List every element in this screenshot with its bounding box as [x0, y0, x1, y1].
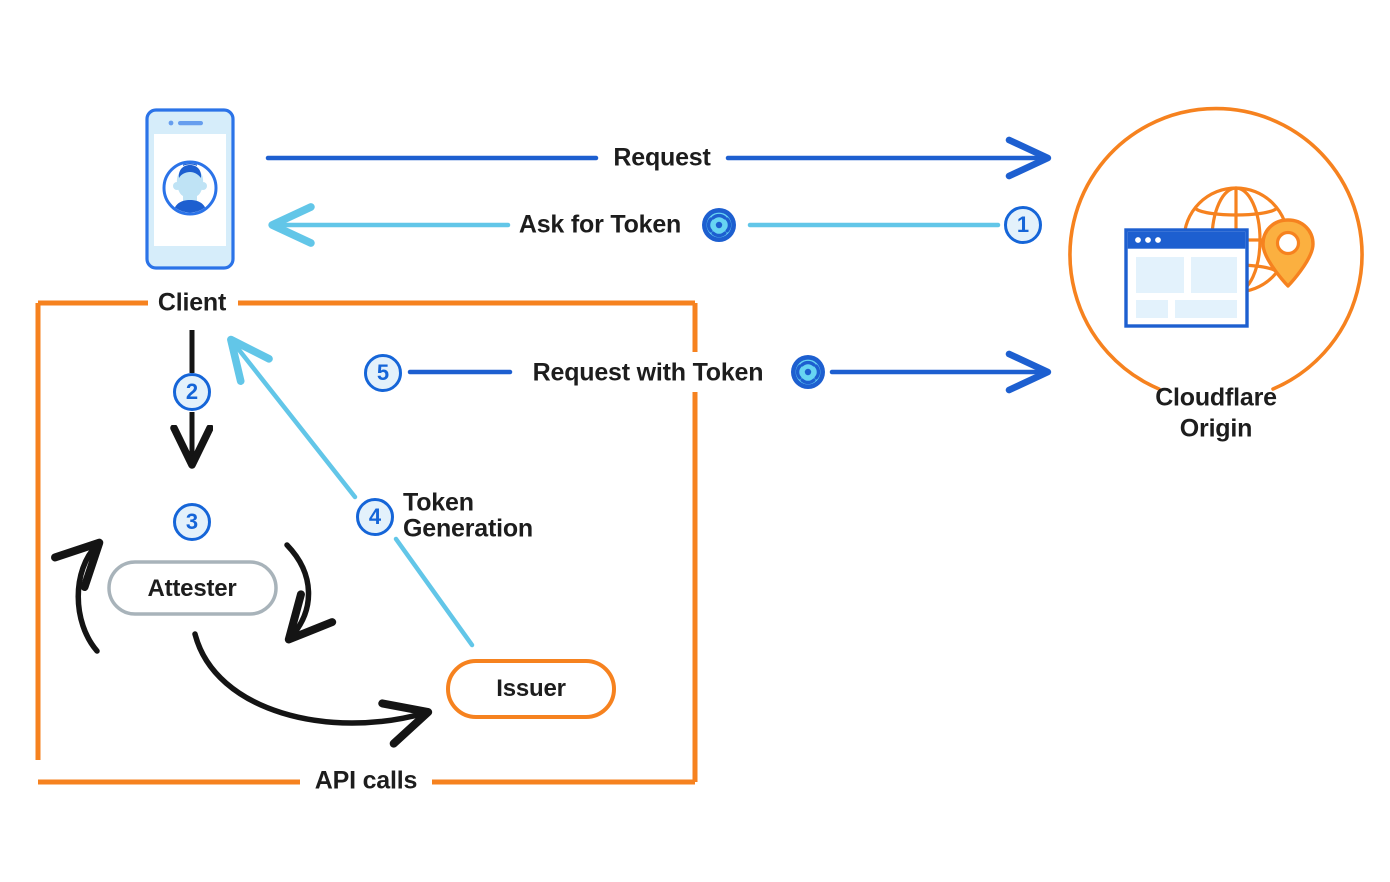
step-badge-2[interactable]: 2 [173, 373, 211, 411]
mobile-phone-user-icon [145, 108, 235, 270]
node-attester-shape [107, 560, 278, 616]
step-badge-1[interactable]: 1 [1004, 206, 1042, 244]
token-icon [791, 355, 825, 389]
token-icon [702, 208, 736, 242]
flow-attestation-curve-right [284, 542, 337, 644]
node-issuer-shape [446, 659, 616, 719]
flow-label-ask-for-token: Ask for Token [518, 210, 682, 239]
location-pin-icon [1261, 218, 1315, 288]
browser-window-icon [1124, 228, 1249, 328]
flow-label-token-generation-line1: Token [403, 488, 474, 517]
node-label-origin-line2: Origin [1179, 414, 1253, 443]
step-badge-3[interactable]: 3 [173, 503, 211, 541]
origin-circle-arc [1068, 106, 1364, 391]
flow-attester-to-issuer-curve [192, 631, 433, 748]
node-label-attester: Attester [147, 574, 237, 602]
flow-attestation-curve-left [51, 538, 104, 654]
group-label-api-calls: API calls [314, 766, 418, 795]
step-badge-4[interactable]: 4 [356, 498, 394, 536]
avatar-glyph [162, 160, 218, 216]
node-label-client: Client [157, 288, 227, 317]
flow-label-request: Request [613, 143, 711, 172]
node-label-issuer: Issuer [496, 674, 566, 702]
flow-label-token-generation-line2: Generation [403, 514, 533, 543]
step-badge-5[interactable]: 5 [364, 354, 402, 392]
flow-token-generation-arrow [227, 335, 475, 648]
flow-label-request-with-token: Request with Token [532, 358, 764, 387]
node-label-origin-line1: Cloudflare [1155, 383, 1277, 412]
api-calls-group-box [35, 300, 698, 785]
globe-browser-pin-icon [1124, 186, 1315, 328]
